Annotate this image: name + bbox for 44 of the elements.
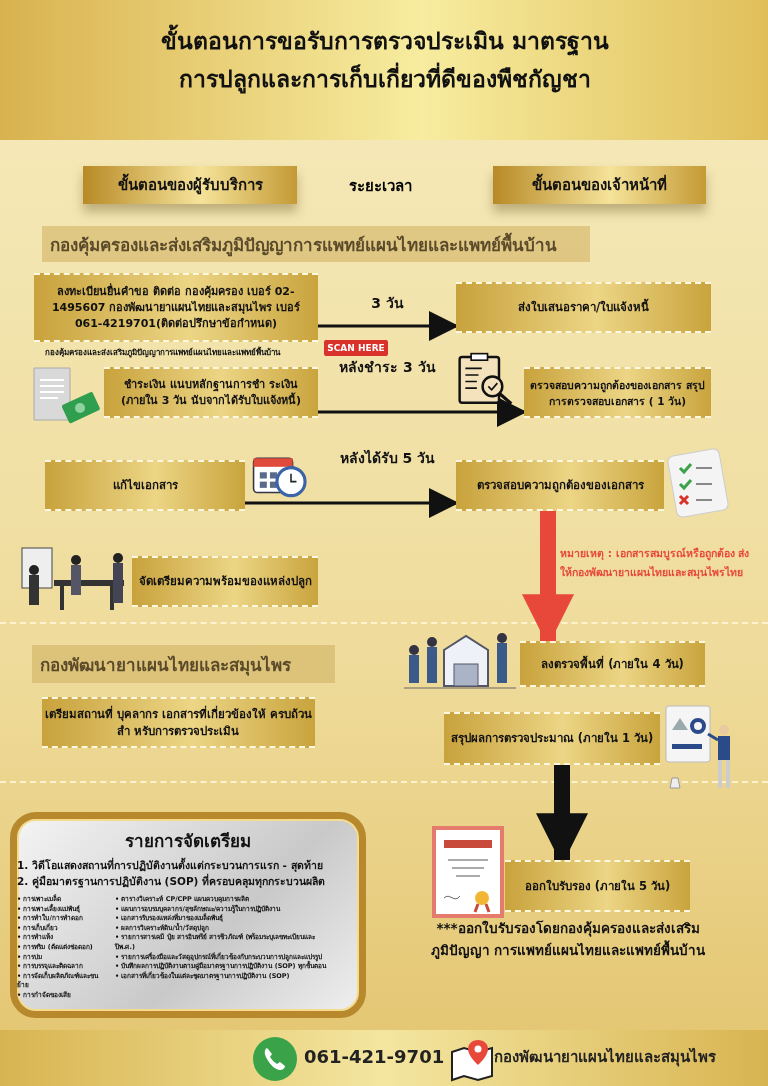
step-text: ขั้นตอนของเจ้าหน้าที่ bbox=[532, 173, 667, 197]
step-text: กองพัฒนายาแผนไทยและสมุนไพร bbox=[40, 653, 291, 678]
step-box bbox=[132, 556, 318, 607]
scan-here-tag: SCAN HERE bbox=[324, 340, 388, 356]
step-text: สรุปผลการตรวจประมาณ (ภายใน 1 วัน) bbox=[450, 730, 654, 747]
note-text: หมายเหตุ : เอกสารสมบูรณ์หรือถูกต้อง ส่งให้กองพัฒนายาแผนไทยและสมุนไพรไทย bbox=[560, 546, 751, 581]
edge-label: 3 วัน bbox=[370, 294, 405, 313]
phone-number: 061-421-9701 bbox=[304, 1045, 446, 1069]
list-item: 1. วิดีโอแสดงสถานที่การปฏิบัติงานตั้งแต่กระบวนการแรก - สุดท้าย bbox=[17, 857, 323, 873]
step-box bbox=[505, 860, 690, 912]
diagram-title: ขั้นตอนการขอรับการตรวจประเมิน มาตรฐานการปลูกและการเก็บเกี่ยวที่ดีของพืชกัญชา bbox=[150, 22, 620, 98]
step-box bbox=[524, 367, 711, 418]
step-text: เตรียมสถานที่ บุคลากร เอกสารที่เกี่ยวข้องให้ ครบถ้วนสำ หรับการตรวจประเมิน bbox=[44, 705, 313, 740]
step-text: ตรวจสอบความถูกต้องของเอกสาร สรุปการตรวจสอบเอกสาร ( 1 วัน) bbox=[529, 377, 706, 409]
step-box bbox=[42, 697, 315, 748]
step-text: ลงตรวจพื้นที่ (ภายใน 4 วัน) bbox=[541, 655, 684, 673]
column-header-text: ระยะเวลา bbox=[347, 176, 413, 197]
step-box bbox=[456, 460, 664, 511]
section-band bbox=[42, 226, 590, 262]
edge-label: หลังได้รับ 5 วัน bbox=[338, 449, 437, 468]
step-text: ขั้นตอนของผู้รับบริการ bbox=[117, 173, 263, 197]
note-text: ***ออกใบรับรองโดยกองคุ้มครองและส่งเสริมภูมิปัญญา การแพทย์แผนไทยและแพทย์พื้นบ้าน bbox=[429, 919, 707, 961]
list-item: 2. คู่มือมาตรฐานการปฏิบัติงาน (SOP) ที่ครอบคลุมทุกกระบวนผลิต bbox=[17, 873, 326, 889]
step-box bbox=[34, 273, 318, 342]
edge-label: หลังชำระ 3 วัน bbox=[338, 358, 437, 377]
step-box bbox=[456, 282, 711, 333]
step-box bbox=[45, 460, 245, 511]
step-box bbox=[520, 641, 705, 687]
organization-name: กองพัฒนายาแผนไทยและสมุนไพร bbox=[494, 1046, 717, 1069]
column-header bbox=[493, 166, 706, 204]
step-box bbox=[444, 712, 660, 765]
column-header bbox=[83, 166, 297, 204]
checklist-panel bbox=[10, 812, 366, 1018]
panel-heading: รายการจัดเตรียม bbox=[125, 830, 251, 853]
step-text: กองคุ้มครองและส่งเสริมภูมิปัญญาการแพทย์แผนไทยและแพทย์พื้นบ้าน bbox=[50, 231, 557, 258]
step-text: ออกใบรับรอง (ภายใน 5 วัน) bbox=[524, 877, 671, 895]
step-text: แก้ไขเอกสาร bbox=[112, 477, 178, 494]
step-text: ตรวจสอบความถูกต้องของเอกสาร bbox=[476, 477, 644, 494]
step-box bbox=[104, 367, 318, 418]
section-band bbox=[32, 645, 335, 683]
step-text: ลงทะเบียนยื่นคำขอ ติดต่อ กองคุ้มครอง เบอร์ 02-1495607 กองพัฒนายาแผนไทยและสมุนไพร เบอร์ 061-4219701(ติดต่อปรึกษาข้อกำหนด) bbox=[50, 283, 302, 332]
step-text: ส่งใบเสนอราคา/ใบแจ้งหนี้ bbox=[517, 299, 650, 316]
step-text: จัดเตรียมความพร้อมของแหล่งปลูก bbox=[138, 573, 312, 590]
step-text: ชำระเงิน แนบหลักฐานการชำ ระเงิน (ภายใน 3 วัน นับจากได้รับใบแจ้งหนี้) bbox=[119, 376, 303, 409]
